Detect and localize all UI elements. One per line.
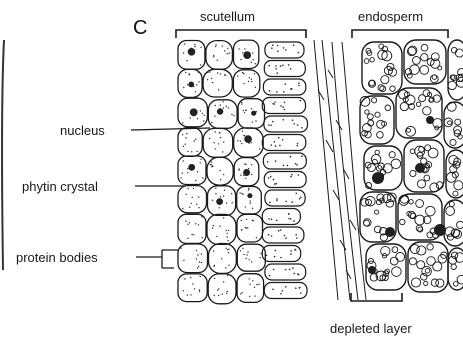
protein-bodies-leader [136,250,178,268]
depleted-layer-label: depleted layer [330,321,412,336]
endosperm-tissue [360,40,463,292]
scutellum-bracket [176,30,306,38]
endosperm-bracket [352,30,448,38]
endosperm-label: endosperm [358,9,423,24]
depleted-layer-bracket [351,293,402,301]
nucleus-label: nucleus [60,123,105,138]
protein-bodies-label: protein bodies [16,250,98,265]
scutellum-label: scutellum [200,9,255,24]
depleted-layer-tissue [314,40,366,300]
panel-letter: C [133,17,147,39]
phytin-crystal-label: phytin crystal [22,179,98,194]
left-edge-line [2,40,4,270]
scutellum-tissue [178,40,308,304]
